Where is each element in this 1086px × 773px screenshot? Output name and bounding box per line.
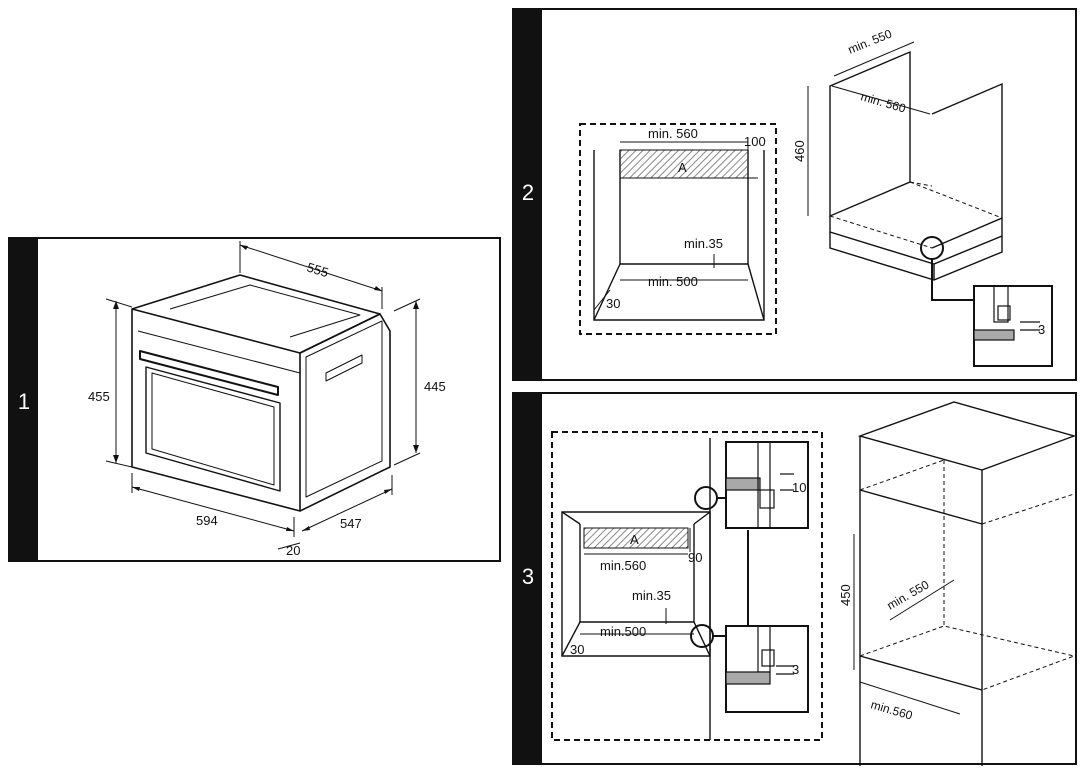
oven-front-panel [131, 308, 301, 512]
front-100: 100 [744, 134, 766, 149]
front-30: 30 [570, 642, 584, 657]
iso-min560: min. 560 [859, 89, 907, 115]
dim-594: 594 [196, 513, 218, 528]
oven-window [145, 366, 281, 492]
dim-20: 20 [286, 543, 300, 558]
panel-tab: 3 [514, 394, 542, 763]
cabinet-back-panel [829, 50, 911, 218]
dim-555: 555 [305, 260, 330, 281]
front-view-dashed-frame [551, 431, 823, 741]
panel-number: 1 [17, 389, 31, 414]
dim-547: 547 [340, 516, 362, 531]
panel-3: 3 A 90 min.560 min.35 min.500 30 [512, 392, 1077, 766]
front-30: 30 [606, 296, 620, 311]
detail-top-circle [694, 486, 718, 510]
iso-460: 460 [792, 140, 807, 162]
oven-side-vent [325, 354, 363, 382]
panel-number: 2 [521, 180, 535, 205]
cabinet-tall-housing-drawing: A 90 min.560 min.35 min.500 30 10 [551, 401, 1077, 766]
panel-2: 2 A min. 560 100 min.35 min. 500 30 [512, 8, 1077, 381]
iso-450: 450 [838, 584, 853, 606]
front-min35: min.35 [632, 588, 671, 603]
iso-min550: min. 550 [846, 26, 894, 56]
front-min560: min.560 [600, 558, 646, 573]
cabinet-plinth [829, 232, 1003, 281]
front-min500: min. 500 [648, 274, 698, 289]
front-90: 90 [688, 550, 702, 565]
oven-handle [139, 350, 279, 396]
iso-min560: min.560 [869, 697, 914, 722]
front-view-dashed-frame [579, 123, 777, 335]
oven-dimension-drawing: 555 455 445 594 547 20 [88, 241, 446, 558]
detail-10: 10 [792, 480, 806, 495]
oven-side-body [299, 313, 391, 512]
panel-1: 1 [8, 237, 501, 562]
panel-number: 3 [521, 564, 535, 589]
area-a-label: A [678, 160, 687, 175]
cabinet-right-panel [931, 82, 1003, 249]
front-min35: min.35 [684, 236, 723, 251]
area-a-label: A [630, 532, 639, 547]
tall-cabinet-top [857, 401, 1077, 471]
front-min560: min. 560 [648, 126, 698, 141]
area-a-hatched [619, 149, 749, 179]
cabinet-under-counter-drawing: A min. 560 100 min.35 min. 500 30 [579, 26, 1053, 367]
dim-445: 445 [424, 379, 446, 394]
dim-455: 455 [88, 389, 110, 404]
detail-3: 3 [792, 662, 799, 677]
area-a-hatched [583, 527, 689, 549]
tall-cabinet-front [859, 436, 983, 766]
detail-3: 3 [1038, 322, 1045, 337]
panel-tab: 2 [514, 10, 542, 379]
iso-min550: min. 550 [885, 577, 932, 612]
panel-tab: 1 [10, 239, 38, 560]
front-min500: min.500 [600, 624, 646, 639]
detail-box [973, 285, 1053, 367]
